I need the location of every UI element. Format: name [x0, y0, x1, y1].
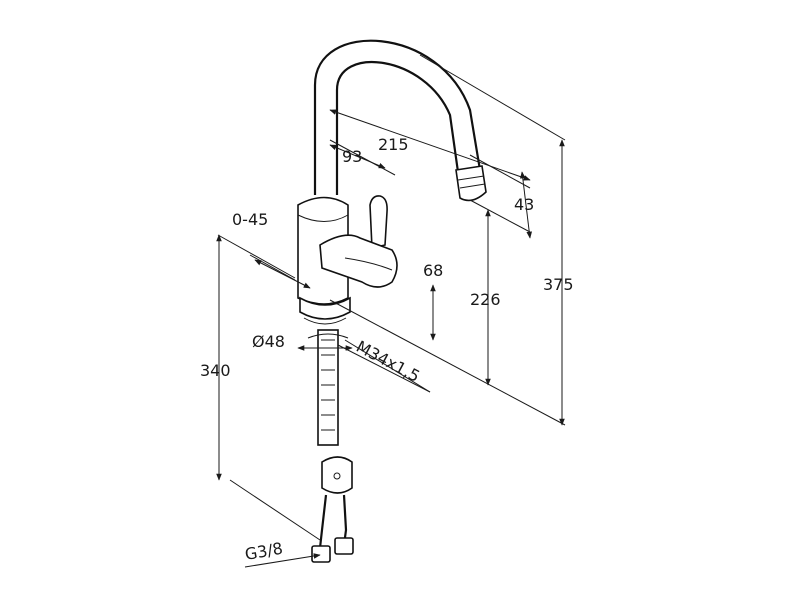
- dim-340: 340: [200, 361, 231, 380]
- flex-hose-left: [318, 494, 328, 549]
- dim-68: 68: [423, 261, 443, 280]
- dim-375: 375: [543, 275, 574, 294]
- spout: [313, 39, 482, 195]
- hose-fitting-left: [311, 545, 331, 563]
- lever-head: [319, 234, 398, 288]
- spout-outlet: [455, 165, 487, 202]
- threaded-shank: [317, 329, 339, 446]
- dimension-labels: 215 93 43 0-45 68 226 375 340 Ø48 M34x1,…: [200, 135, 574, 564]
- lever-handle: [369, 195, 388, 249]
- dimension-lines: [216, 54, 566, 568]
- mounting-nut: [321, 456, 353, 494]
- dim-93: 93: [342, 147, 362, 166]
- dim-226: 226: [470, 290, 501, 309]
- dim-diameter-48: Ø48: [252, 332, 285, 351]
- faucet-illustration: [297, 39, 487, 563]
- base-ring: [299, 296, 351, 320]
- dim-g3-8: G3/8: [243, 539, 284, 564]
- hose-fitting-right: [334, 537, 354, 555]
- dim-215: 215: [378, 135, 409, 154]
- dim-43: 43: [514, 195, 534, 214]
- dim-0-45: 0-45: [232, 210, 268, 229]
